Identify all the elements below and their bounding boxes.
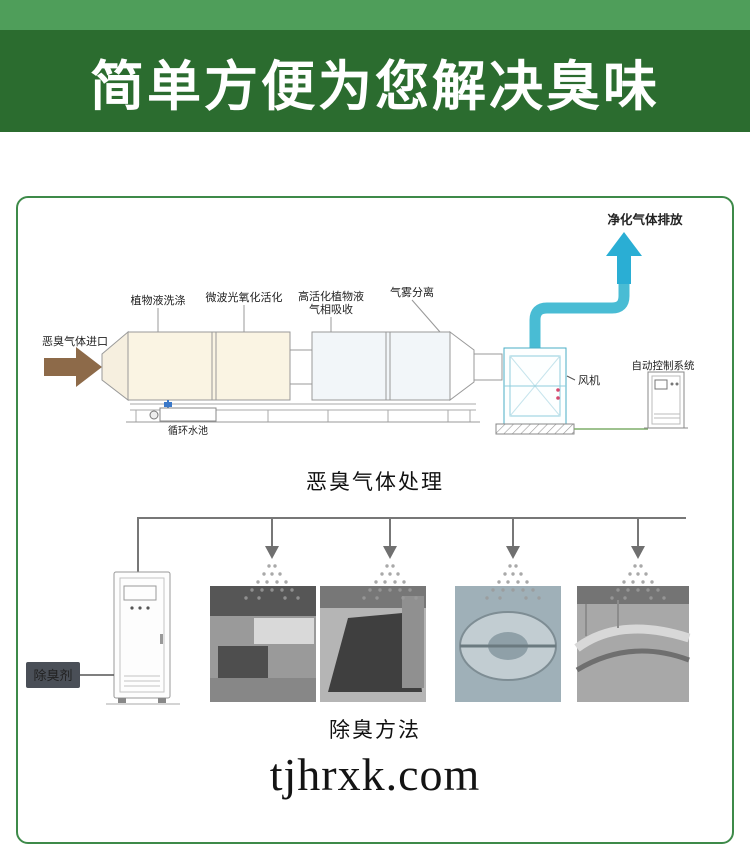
mist-separation-label: 气雾分离: [390, 285, 434, 299]
cabinet-handle: [160, 634, 163, 644]
fan-base: [495, 423, 575, 435]
method-diagram: 除臭剂: [26, 517, 691, 705]
deodorant-label: 除臭剂: [33, 668, 72, 683]
outlet-arrow-icon: [606, 232, 642, 256]
absorb-label-line1: 高活化植物液: [298, 289, 364, 303]
indicator-dot: [138, 606, 142, 610]
process-diagram: 净化气体排放 恶臭气体进口 植物液洗涤 微波光氧化活化 高活化植物液 气相吸收 …: [42, 212, 695, 437]
indicator-dot: [675, 382, 679, 386]
banner: 简单方便为您解决臭味: [0, 30, 750, 132]
fan-leader-line: [566, 375, 576, 381]
fan-label: 风机: [578, 373, 600, 387]
control-cabinet: [644, 371, 688, 429]
outlet-arrow-shaft: [617, 256, 631, 284]
deodorant-box: [26, 662, 80, 688]
inlet-label: 恶臭气体进口: [42, 334, 108, 348]
photo-strip: [210, 586, 691, 702]
indicator-dot: [146, 606, 150, 610]
dosing-cabinet: [106, 571, 180, 705]
absorb-label-line2: 气相吸收: [309, 302, 353, 316]
inlet-arrow-icon: [44, 347, 102, 387]
pool-tank: [159, 407, 217, 422]
banner-title: 简单方便为您解决臭味: [90, 56, 660, 117]
dosing-pipe: [137, 517, 686, 572]
purified-gas-pipe: [529, 278, 630, 348]
bolt-dot: [556, 388, 560, 392]
indicator-dot: [670, 382, 674, 386]
microwave-label: 微波光氧化活化: [206, 290, 283, 304]
photo-3: [455, 586, 561, 702]
pump-icon: [149, 410, 159, 420]
spray-drops: [271, 518, 639, 546]
process-diagram-caption: 恶臭气体处理: [306, 471, 444, 494]
cabinet-panel: [123, 585, 157, 601]
valve-icon: [164, 402, 172, 407]
pool-label: 循环水池: [168, 424, 208, 437]
photo-2: [320, 586, 426, 702]
fan-unit: [495, 347, 575, 435]
cabinet-screen: [654, 379, 668, 390]
top-green-strip: [0, 0, 750, 30]
auto-control-label: 自动控制系统: [632, 359, 695, 372]
bolt-dot: [556, 396, 560, 400]
watermark: tjhrxk.com: [269, 749, 481, 800]
content-panel: 净化气体排放 恶臭气体进口 植物液洗涤 微波光氧化活化 高活化植物液 气相吸收 …: [16, 196, 734, 844]
section-labels: 植物液洗涤 微波光氧化活化 高活化植物液 气相吸收 气雾分离: [131, 285, 441, 333]
wash-label: 植物液洗涤: [131, 293, 186, 307]
outlet-label: 净化气体排放: [607, 212, 683, 227]
spray-nozzles: [265, 546, 645, 559]
photo-4: [574, 586, 691, 702]
treatment-vessel: [101, 330, 503, 402]
indicator-dot: [130, 606, 134, 610]
photo-1: [210, 586, 316, 702]
method-diagram-caption: 除臭方法: [329, 719, 421, 742]
circulating-pool: 循环水池: [149, 400, 217, 437]
